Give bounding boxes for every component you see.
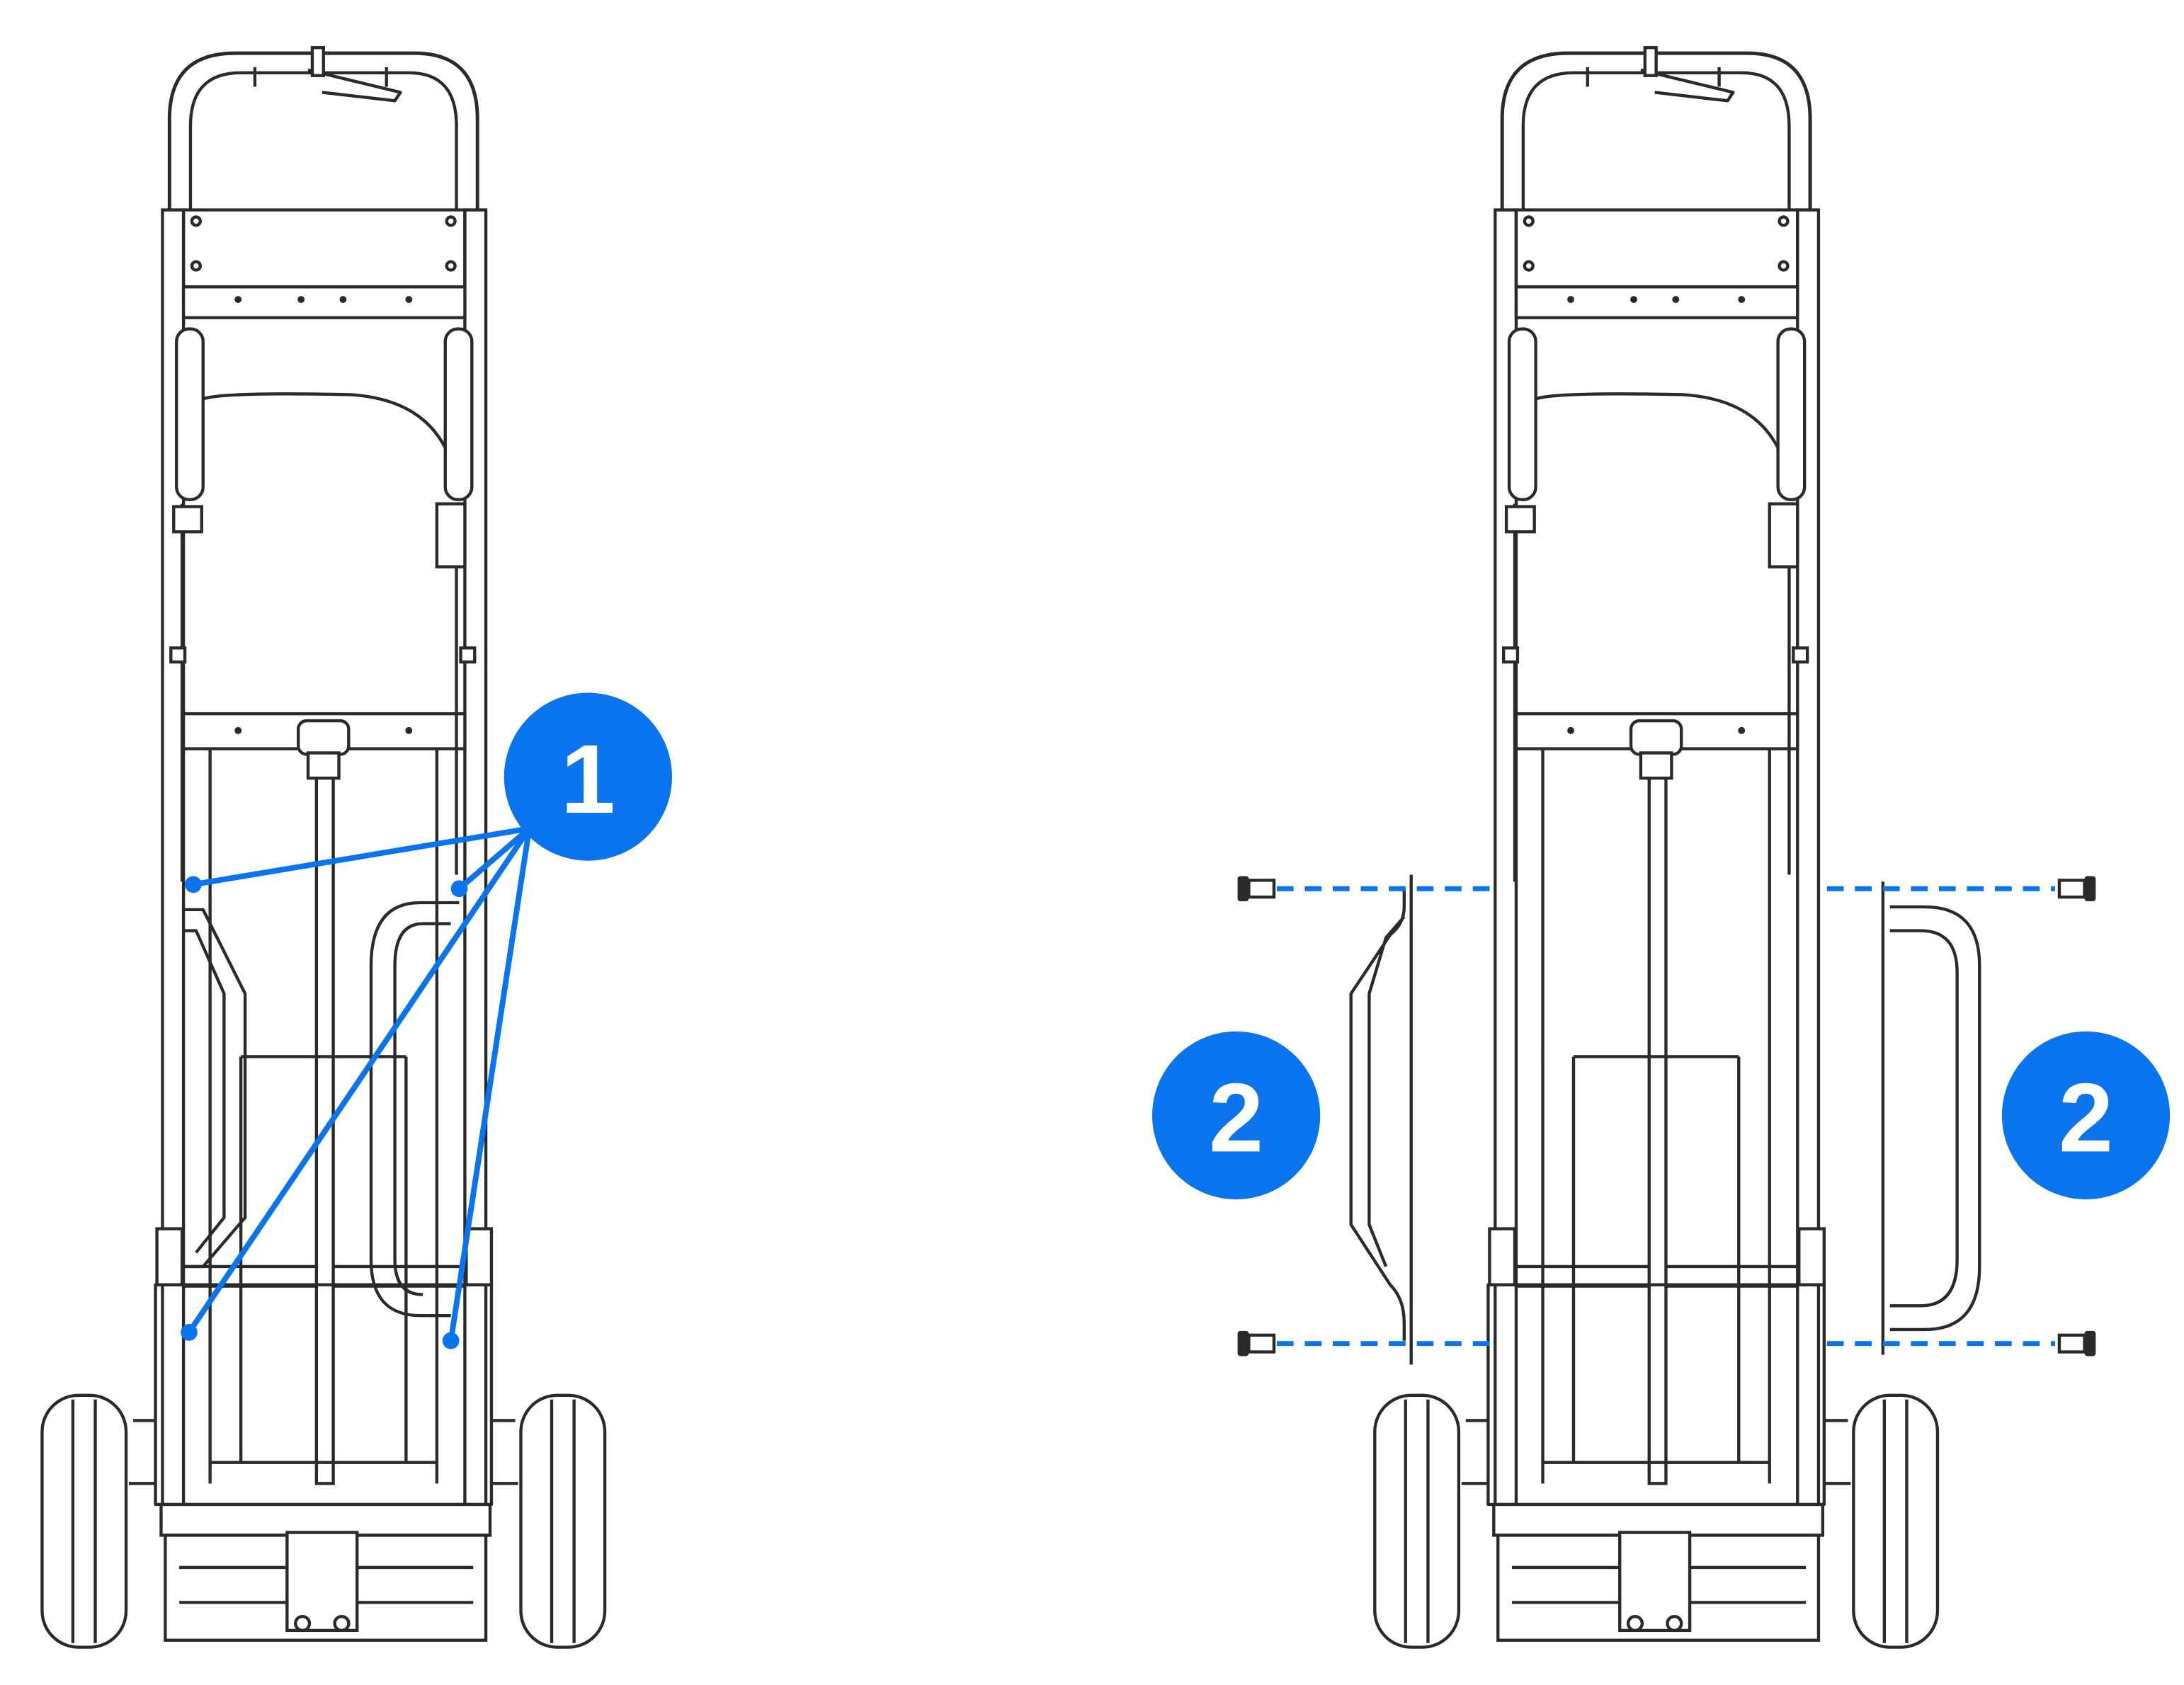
- callout-1-label: 1: [561, 725, 615, 834]
- leader-lines: [186, 826, 533, 1342]
- knob-screw-top-right: [2059, 876, 2095, 901]
- left-brace: [182, 908, 247, 1269]
- callout-2-right-label: 2: [2059, 1063, 2113, 1172]
- knob-screw-bottom-right: [2059, 1331, 2095, 1356]
- callout-1: 1: [181, 692, 672, 1349]
- callout-2-left-label: 2: [1209, 1063, 1263, 1172]
- knob-screw-top-left: [1238, 876, 1274, 901]
- callout-2-right: 2: [2001, 1031, 2171, 1200]
- knob-screw-bottom-left: [1238, 1331, 1274, 1356]
- dashed-guides: [1276, 886, 2055, 1347]
- callout-2-left: 2: [1152, 1031, 1321, 1200]
- right-brace-detached: [1881, 881, 1981, 1355]
- right-brace: [369, 901, 460, 1318]
- left-brace-detached: [1349, 874, 1413, 1365]
- assembled-hand-truck: [42, 47, 605, 1647]
- exploded-hand-truck: [1238, 47, 2096, 1647]
